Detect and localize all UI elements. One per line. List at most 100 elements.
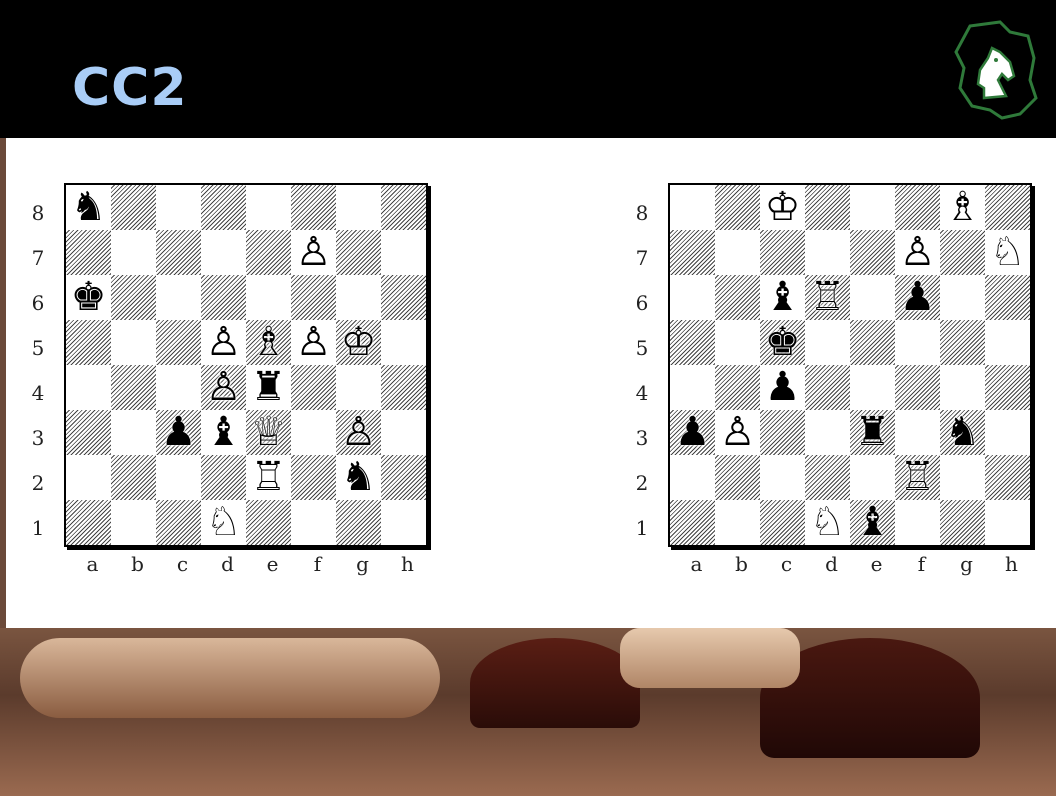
chess-piece-black[interactable]: ♝ <box>850 500 895 545</box>
square-c4[interactable] <box>156 365 201 410</box>
square-h8[interactable] <box>381 185 426 230</box>
square-g1[interactable] <box>940 500 985 545</box>
square-e2[interactable]: ♖ <box>246 455 291 500</box>
square-f1[interactable] <box>291 500 336 545</box>
square-e6[interactable] <box>246 275 291 320</box>
chess-piece-white[interactable]: ♖ <box>246 455 291 500</box>
square-g2[interactable]: ♞ <box>336 455 381 500</box>
chess-piece-white[interactable]: ♘ <box>985 230 1030 275</box>
square-h5[interactable] <box>381 320 426 365</box>
chess-piece-black[interactable]: ♞ <box>940 410 985 455</box>
square-a4[interactable] <box>670 365 715 410</box>
square-e5[interactable]: ♗ <box>246 320 291 365</box>
square-c5[interactable] <box>156 320 201 365</box>
chess-piece-white[interactable]: ♖ <box>805 275 850 320</box>
square-h3[interactable] <box>985 410 1030 455</box>
chess-piece-white[interactable]: ♙ <box>201 365 246 410</box>
square-b4[interactable] <box>715 365 760 410</box>
chess-piece-white[interactable]: ♔ <box>336 320 381 365</box>
square-e1[interactable]: ♝ <box>850 500 895 545</box>
chess-piece-black[interactable]: ♜ <box>246 365 291 410</box>
square-a8[interactable]: ♞ <box>66 185 111 230</box>
chess-piece-black[interactable]: ♚ <box>66 275 111 320</box>
chess-piece-black[interactable]: ♟ <box>670 410 715 455</box>
square-h8[interactable] <box>985 185 1030 230</box>
square-c3[interactable] <box>760 410 805 455</box>
square-g1[interactable] <box>336 500 381 545</box>
square-d4[interactable] <box>805 365 850 410</box>
square-f4[interactable] <box>291 365 336 410</box>
square-a8[interactable] <box>670 185 715 230</box>
square-d6[interactable] <box>201 275 246 320</box>
square-d7[interactable] <box>805 230 850 275</box>
square-c7[interactable] <box>760 230 805 275</box>
square-d1[interactable]: ♘ <box>201 500 246 545</box>
square-g8[interactable]: ♗ <box>940 185 985 230</box>
square-f7[interactable]: ♙ <box>895 230 940 275</box>
square-d1[interactable]: ♘ <box>805 500 850 545</box>
square-g4[interactable] <box>336 365 381 410</box>
square-f4[interactable] <box>895 365 940 410</box>
square-a1[interactable] <box>670 500 715 545</box>
square-e2[interactable] <box>850 455 895 500</box>
chess-piece-white[interactable]: ♙ <box>291 230 336 275</box>
square-b3[interactable] <box>111 410 156 455</box>
square-f3[interactable] <box>291 410 336 455</box>
square-a6[interactable] <box>670 275 715 320</box>
chess-piece-black[interactable]: ♝ <box>760 275 805 320</box>
square-c6[interactable] <box>156 275 201 320</box>
square-h6[interactable] <box>381 275 426 320</box>
square-b5[interactable] <box>111 320 156 365</box>
square-h1[interactable] <box>985 500 1030 545</box>
square-g4[interactable] <box>940 365 985 410</box>
square-h4[interactable] <box>985 365 1030 410</box>
square-b6[interactable] <box>715 275 760 320</box>
square-d8[interactable] <box>201 185 246 230</box>
square-c8[interactable] <box>156 185 201 230</box>
square-d5[interactable] <box>805 320 850 365</box>
square-b7[interactable] <box>715 230 760 275</box>
square-c3[interactable]: ♟ <box>156 410 201 455</box>
square-g6[interactable] <box>336 275 381 320</box>
square-f5[interactable] <box>895 320 940 365</box>
square-a3[interactable]: ♟ <box>670 410 715 455</box>
square-c2[interactable] <box>156 455 201 500</box>
chess-piece-black[interactable]: ♞ <box>66 185 111 230</box>
square-g6[interactable] <box>940 275 985 320</box>
square-g3[interactable]: ♙ <box>336 410 381 455</box>
square-g8[interactable] <box>336 185 381 230</box>
square-d5[interactable]: ♙ <box>201 320 246 365</box>
square-a3[interactable] <box>66 410 111 455</box>
square-a6[interactable]: ♚ <box>66 275 111 320</box>
square-b4[interactable] <box>111 365 156 410</box>
square-a1[interactable] <box>66 500 111 545</box>
square-c6[interactable]: ♝ <box>760 275 805 320</box>
square-f6[interactable]: ♟ <box>895 275 940 320</box>
square-b3[interactable]: ♙ <box>715 410 760 455</box>
square-f2[interactable] <box>291 455 336 500</box>
square-d4[interactable]: ♙ <box>201 365 246 410</box>
square-b8[interactable] <box>111 185 156 230</box>
square-c5[interactable]: ♚ <box>760 320 805 365</box>
chess-piece-black[interactable]: ♚ <box>760 320 805 365</box>
square-f8[interactable] <box>291 185 336 230</box>
chess-piece-white[interactable]: ♗ <box>246 320 291 365</box>
square-a4[interactable] <box>66 365 111 410</box>
square-e6[interactable] <box>850 275 895 320</box>
square-c1[interactable] <box>156 500 201 545</box>
square-f1[interactable] <box>895 500 940 545</box>
chess-piece-black[interactable]: ♞ <box>336 455 381 500</box>
square-g5[interactable]: ♔ <box>336 320 381 365</box>
chess-piece-black[interactable]: ♟ <box>895 275 940 320</box>
square-e3[interactable]: ♜ <box>850 410 895 455</box>
square-c8[interactable]: ♔ <box>760 185 805 230</box>
square-b7[interactable] <box>111 230 156 275</box>
square-d7[interactable] <box>201 230 246 275</box>
square-g7[interactable] <box>336 230 381 275</box>
square-f6[interactable] <box>291 275 336 320</box>
chess-piece-white[interactable]: ♘ <box>201 500 246 545</box>
square-d2[interactable] <box>805 455 850 500</box>
square-d3[interactable] <box>805 410 850 455</box>
square-c7[interactable] <box>156 230 201 275</box>
square-b1[interactable] <box>111 500 156 545</box>
